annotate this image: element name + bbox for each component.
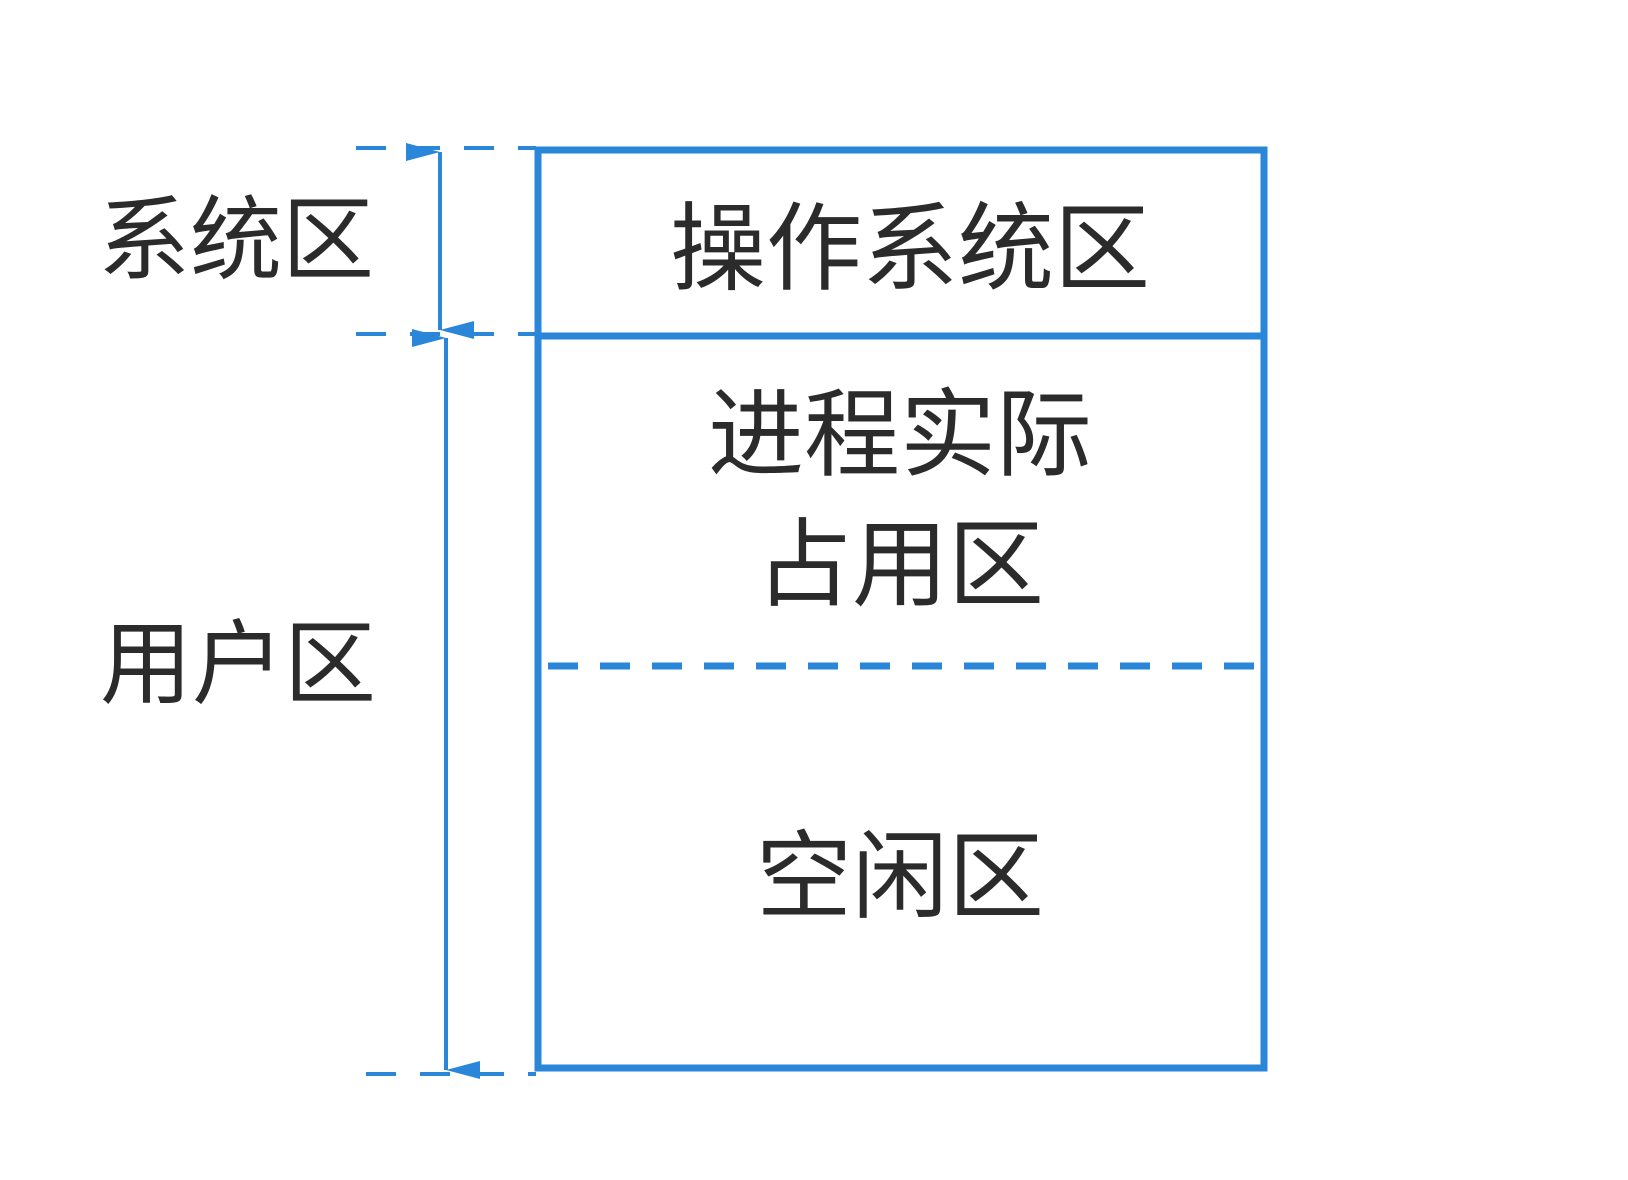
extension-lines — [356, 146, 536, 1076]
process-area-label-line2: 占用区 — [756, 509, 1044, 621]
process-area-label-line1: 进程实际 — [708, 379, 1092, 491]
memory-box-outline — [534, 146, 1268, 1072]
memory-box — [534, 146, 1268, 1072]
dimension-arrows — [406, 143, 480, 1079]
user-area-label: 用户区 — [100, 611, 376, 718]
free-area-label: 空闲区 — [756, 821, 1044, 933]
os-area-label: 操作系统区 — [670, 193, 1150, 305]
system-area-label: 系统区 — [98, 187, 374, 294]
